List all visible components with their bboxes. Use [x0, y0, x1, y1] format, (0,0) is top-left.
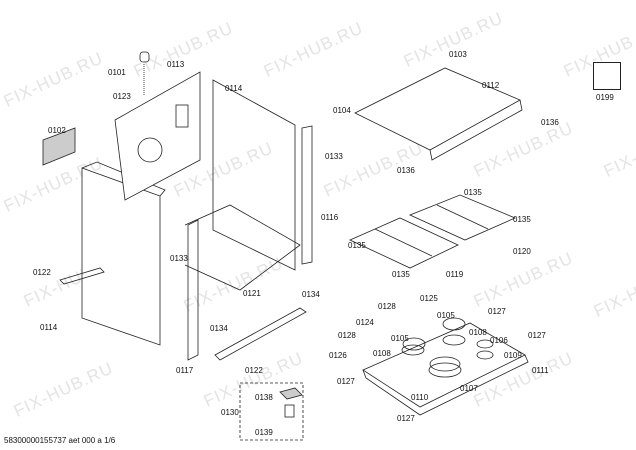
part-label: 0135 [348, 241, 366, 250]
side-panel-0114 [81, 167, 161, 346]
part-label: 0117 [176, 366, 194, 375]
part-label: 0108 [469, 328, 487, 337]
right-panel-0114 [212, 79, 296, 271]
part-label: 0120 [513, 247, 531, 256]
part-label: 0127 [337, 377, 355, 386]
part-label: 0110 [411, 393, 429, 402]
rail-0116 [301, 125, 313, 265]
part-label: 0105 [391, 334, 409, 343]
pan-support-0120 [408, 194, 517, 241]
rear-panel-0113 [114, 71, 201, 201]
part-label: 0133 [170, 254, 188, 263]
part-label: 0135 [392, 270, 410, 279]
part-label: 0133 [325, 152, 343, 161]
part-label: 0126 [329, 351, 347, 360]
part-label: 0114 [40, 323, 58, 332]
part-label: 0109 [504, 351, 522, 360]
part-label: 0106 [490, 336, 508, 345]
part-label: 0114 [225, 84, 243, 93]
part-label: 0104 [333, 106, 351, 115]
tool-icon-0199 [593, 62, 621, 90]
part-label: 0116 [321, 213, 339, 222]
part-label: 0136 [397, 166, 415, 175]
part-label: 0130 [221, 408, 239, 417]
part-label: 0103 [449, 50, 467, 59]
part-label: 0119 [446, 270, 464, 279]
part-label: 0135 [513, 215, 531, 224]
part-label: 0128 [378, 302, 396, 311]
part-label: 0128 [338, 331, 356, 340]
part-label: 0134 [302, 290, 320, 299]
part-label: 0136 [541, 118, 559, 127]
part-label: 0113 [167, 60, 185, 69]
part-label: 0127 [488, 307, 506, 316]
part-label: 0121 [243, 289, 261, 298]
part-label: 0134 [210, 324, 228, 333]
part-label: 0127 [528, 331, 546, 340]
part-label: 0135 [464, 188, 482, 197]
part-label: 0123 [113, 92, 131, 101]
part-label: 0138 [255, 393, 273, 402]
part-label: 0111 [532, 366, 549, 375]
part-label: 0108 [373, 349, 391, 358]
pan-support-0119 [349, 217, 459, 269]
part-label: 0101 [108, 68, 126, 77]
part-label: 0122 [33, 268, 51, 277]
footer-doc-id: 58300000155737 aet 000 a 1/6 [4, 436, 116, 445]
part-label: 0139 [255, 428, 273, 437]
part-label: 0125 [420, 294, 438, 303]
grille-0102 [42, 127, 76, 166]
part-label: 0199 [596, 93, 614, 102]
part-label: 0122 [245, 366, 263, 375]
part-label: 0107 [460, 384, 478, 393]
part-label: 0124 [356, 318, 374, 327]
part-label: 0105 [437, 311, 455, 320]
part-label: 0112 [482, 81, 500, 90]
part-label: 0127 [397, 414, 415, 423]
part-label: 0102 [48, 126, 66, 135]
rail-0122 [214, 307, 307, 361]
